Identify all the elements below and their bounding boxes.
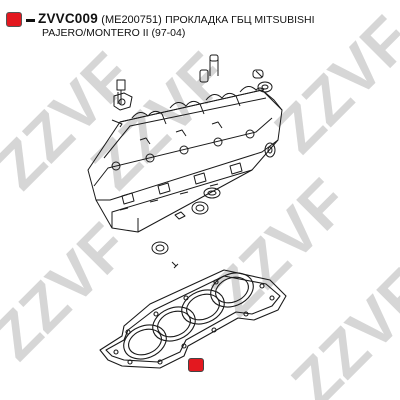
gasket-highlight-marker <box>188 358 204 372</box>
title-line: ZVVC009 (ME200751) ПРОКЛАДКА ГБЦ MITSUBI… <box>38 11 315 28</box>
red-marker-icon <box>6 12 22 27</box>
cam-cap-icon <box>111 92 133 128</box>
part-description: ПРОКЛАДКА ГБЦ MITSUBISHI <box>165 14 315 26</box>
head-bolt-icon <box>116 79 126 104</box>
part-code: ZVVC009 <box>38 11 98 26</box>
cylinder-head-body <box>87 86 283 233</box>
head-gasket-drawing <box>99 269 287 369</box>
small-bolt-icon <box>171 211 186 269</box>
dowel-pin-icon <box>199 54 264 83</box>
dash-icon <box>26 19 35 22</box>
seal-ring-icon <box>151 81 276 255</box>
oem-reference: (ME200751) <box>101 14 162 26</box>
vehicle-application: PAJERO/MONTERO II (97-04) <box>42 27 186 39</box>
